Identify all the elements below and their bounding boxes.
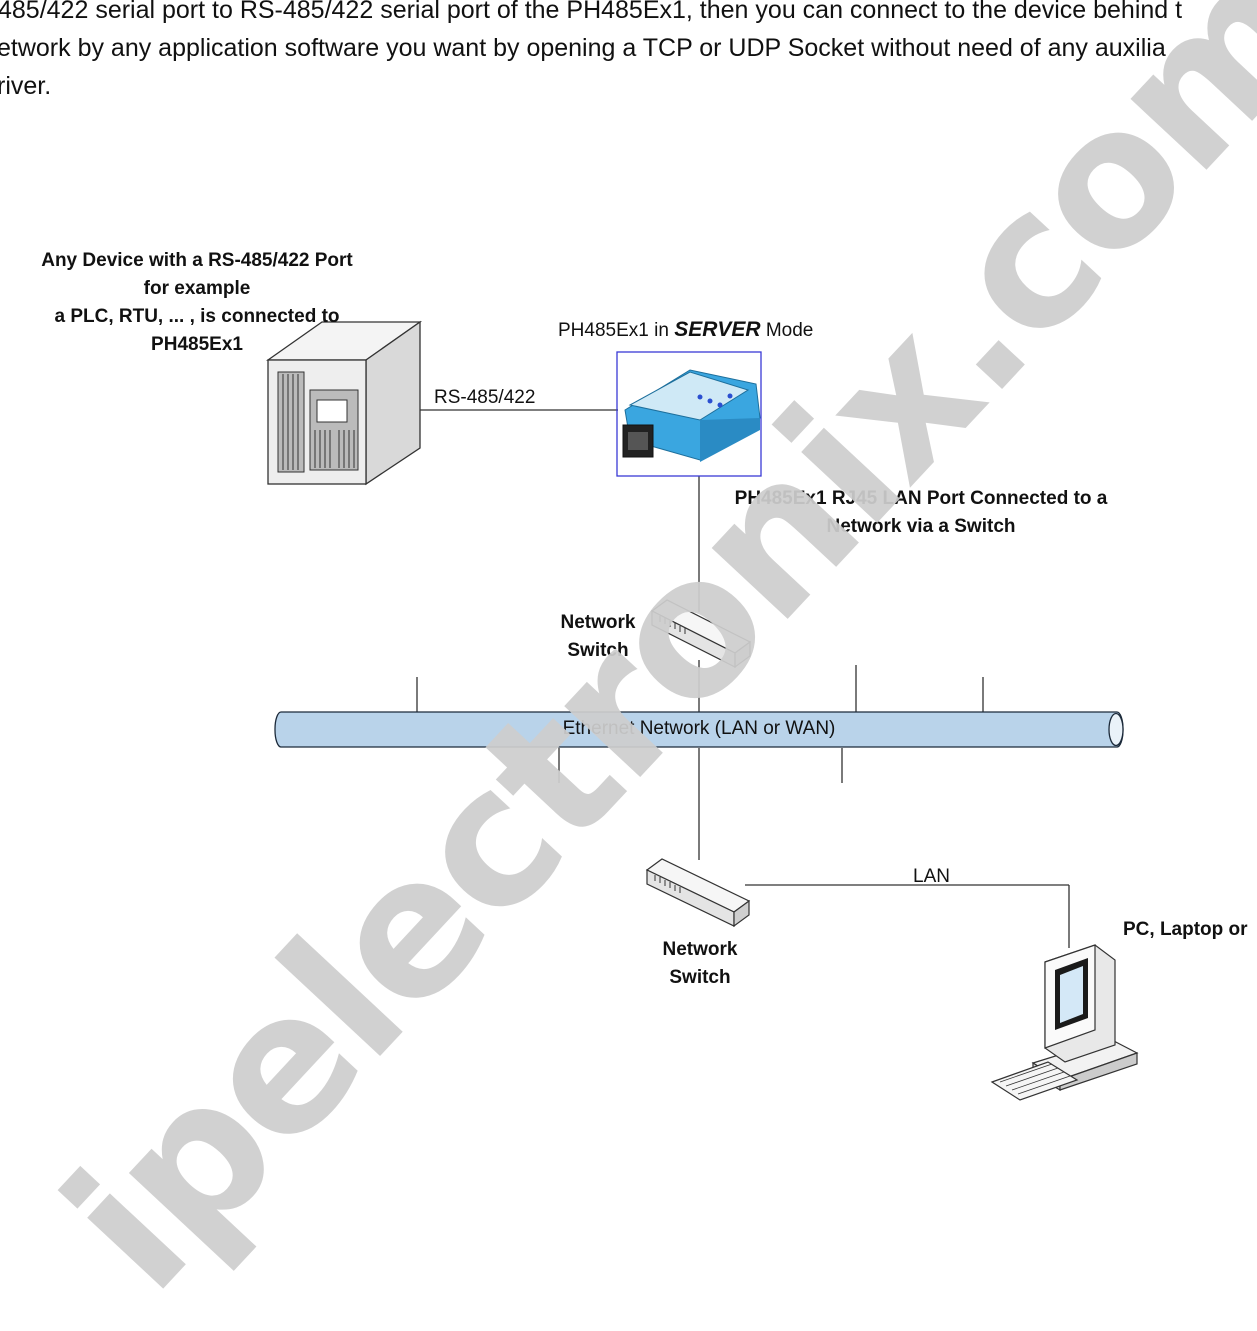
server-tower-icon [265, 320, 423, 486]
lan-note-line-1: PH485Ex1 RJ45 LAN Port Connected to a [734, 488, 1108, 509]
serial-link-label: RS-485/422 [434, 387, 536, 408]
switch-top-label-1: Network [560, 612, 636, 633]
serial-converter-icon [616, 351, 762, 477]
converter-title: PH485Ex1 in SERVER Mode [558, 318, 813, 342]
device-label-line-4: PH485Ex1 [151, 334, 243, 355]
intro-line-2: etwork by any application software you w… [0, 34, 1166, 62]
desktop-pc-icon [990, 944, 1139, 1101]
network-switch-icon [650, 599, 752, 669]
device-label-line-3: a PLC, RTU, ... , is connected to [54, 306, 340, 327]
ethernet-network-bus [274, 711, 1124, 748]
lan-note-line-2: Network via a Switch [826, 516, 1016, 537]
network-switch-icon [645, 858, 751, 928]
intro-line-1: 485/422 serial port to RS-485/422 serial… [0, 0, 1183, 24]
intro-line-3: river. [0, 72, 52, 100]
switch-top-label-2: Switch [567, 640, 629, 661]
converter-title-suffix: Mode [760, 320, 814, 341]
switch-bottom-label-2: Switch [669, 967, 731, 988]
network-label: Ethernet Network (LAN or WAN) [562, 718, 836, 739]
pc-label: PC, Laptop or [1123, 919, 1248, 940]
switch-bottom-label-1: Network [662, 939, 738, 960]
network-diagram [265, 320, 1139, 1101]
converter-title-prefix: PH485Ex1 in [558, 320, 675, 341]
lan-link-label: LAN [913, 866, 950, 887]
converter-title-emphasis: SERVER [674, 318, 761, 341]
device-label-line-1: Any Device with a RS-485/422 Port [41, 250, 353, 271]
device-label-line-2: for example [143, 278, 251, 299]
